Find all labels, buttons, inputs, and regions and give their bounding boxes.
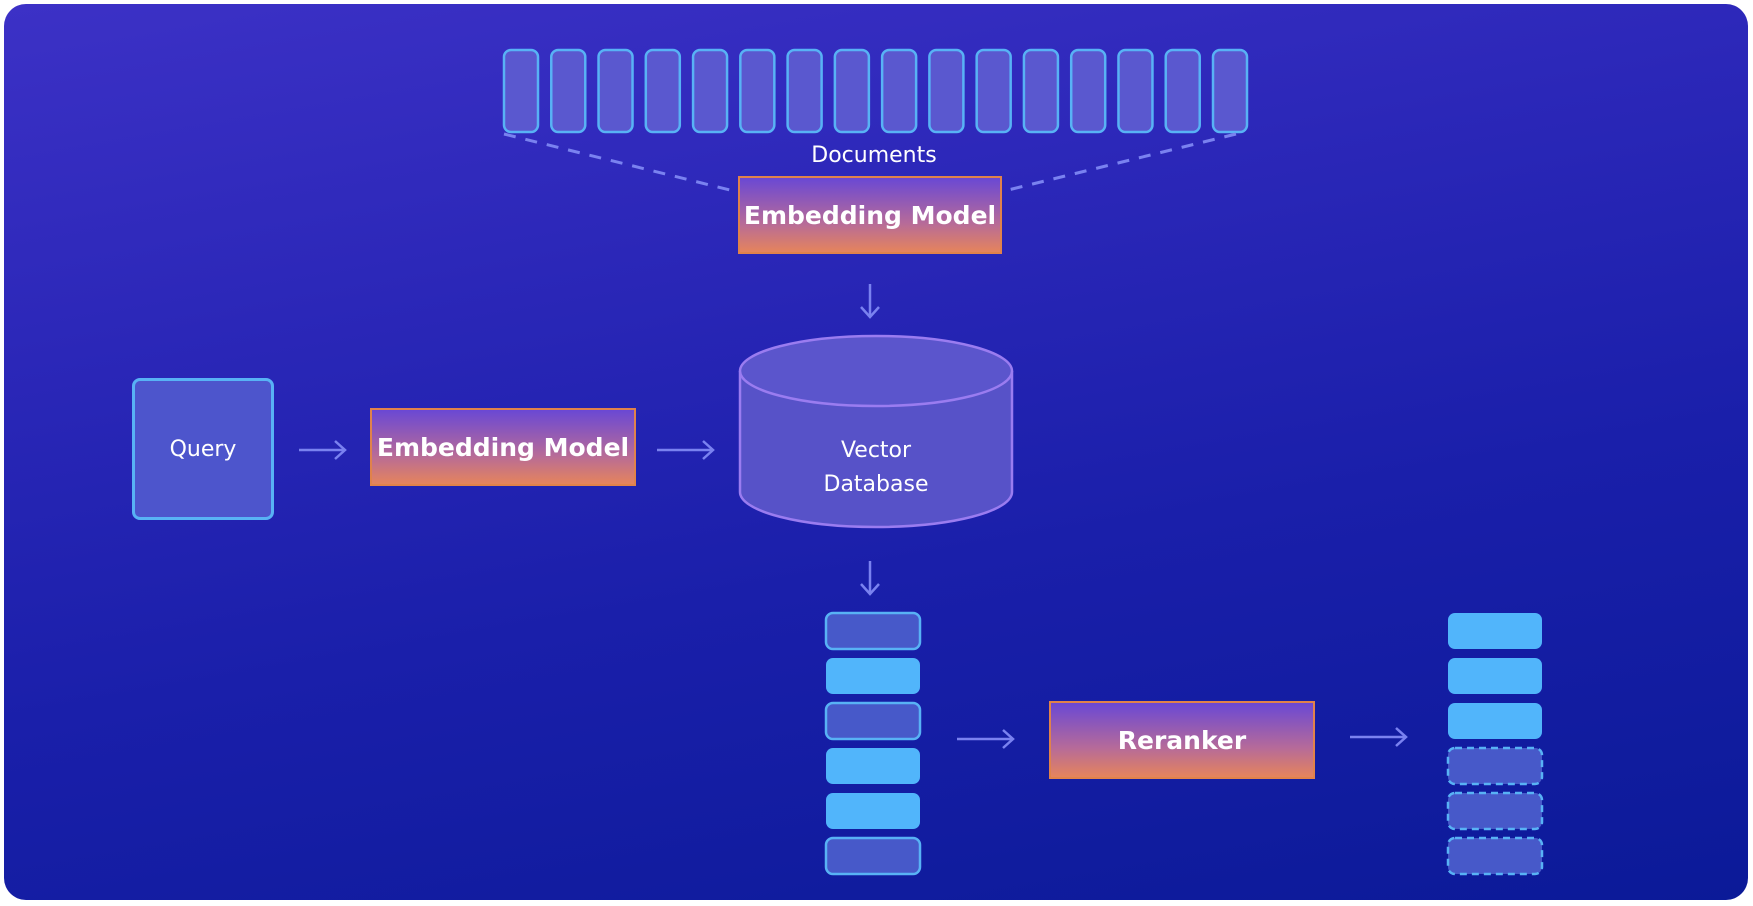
arrow-right-icon: [657, 440, 715, 460]
document-item: [1164, 48, 1201, 134]
diagram-canvas: [299, 48, 1544, 876]
result-item-dashed: [1446, 836, 1544, 876]
document-item: [1022, 48, 1060, 134]
reranker-label: Reranker: [1117, 725, 1247, 755]
arrow-right-icon: [1350, 727, 1408, 747]
arrow-right-icon: [957, 729, 1015, 749]
reranker-node: Reranker: [1049, 701, 1315, 779]
result-item-bright: [1448, 613, 1542, 649]
document-item: [833, 48, 871, 134]
query-label: Query: [169, 436, 237, 462]
document-item: [975, 48, 1012, 134]
result-item-bright: [1448, 658, 1542, 694]
arrow-right-icon: [299, 440, 347, 460]
result-item-dim: [824, 701, 922, 741]
funnel-line-right: [999, 132, 1237, 194]
document-item: [786, 48, 823, 134]
retrieved-results-stack: [824, 611, 922, 876]
funnel-line-left: [503, 132, 739, 194]
result-item-bright: [826, 793, 920, 829]
document-item: [502, 48, 540, 134]
diagram-panel: Documents Embedding Model Query Embeddin…: [4, 4, 1748, 900]
embedding-model-label: Embedding Model: [743, 200, 997, 230]
result-item-bright: [826, 748, 920, 784]
embedding-model-query: Embedding Model: [370, 408, 636, 486]
result-item-dashed: [1446, 791, 1544, 831]
vector-database-line1: Vector: [840, 438, 912, 463]
result-item-dim: [824, 836, 922, 876]
vector-database-line2: Database: [823, 472, 929, 497]
vector-database-icon: [738, 334, 1014, 529]
documents-label: Documents: [811, 143, 937, 168]
document-item: [597, 48, 634, 134]
document-item: [928, 48, 965, 134]
arrow-down-icon: [860, 284, 880, 319]
arrow-down-icon: [860, 561, 880, 596]
result-item-bright: [1448, 703, 1542, 739]
result-item-dim: [824, 611, 922, 651]
document-item: [1069, 48, 1107, 134]
embedding-model-documents: Embedding Model: [738, 176, 1002, 254]
query-node: Query: [132, 378, 274, 520]
result-item-dashed: [1446, 746, 1544, 786]
document-item: [739, 48, 776, 134]
document-item: [691, 48, 729, 134]
reranked-results-stack: [1446, 613, 1544, 876]
documents-row: [502, 48, 1249, 134]
document-item: [880, 48, 918, 134]
document-item: [644, 48, 682, 134]
vector-database-label: Vector Database: [740, 434, 1012, 502]
document-item: [550, 48, 587, 134]
document-item: [1117, 48, 1154, 134]
document-item: [1211, 48, 1249, 134]
embedding-model-label: Embedding Model: [376, 432, 630, 462]
result-item-bright: [826, 658, 920, 694]
